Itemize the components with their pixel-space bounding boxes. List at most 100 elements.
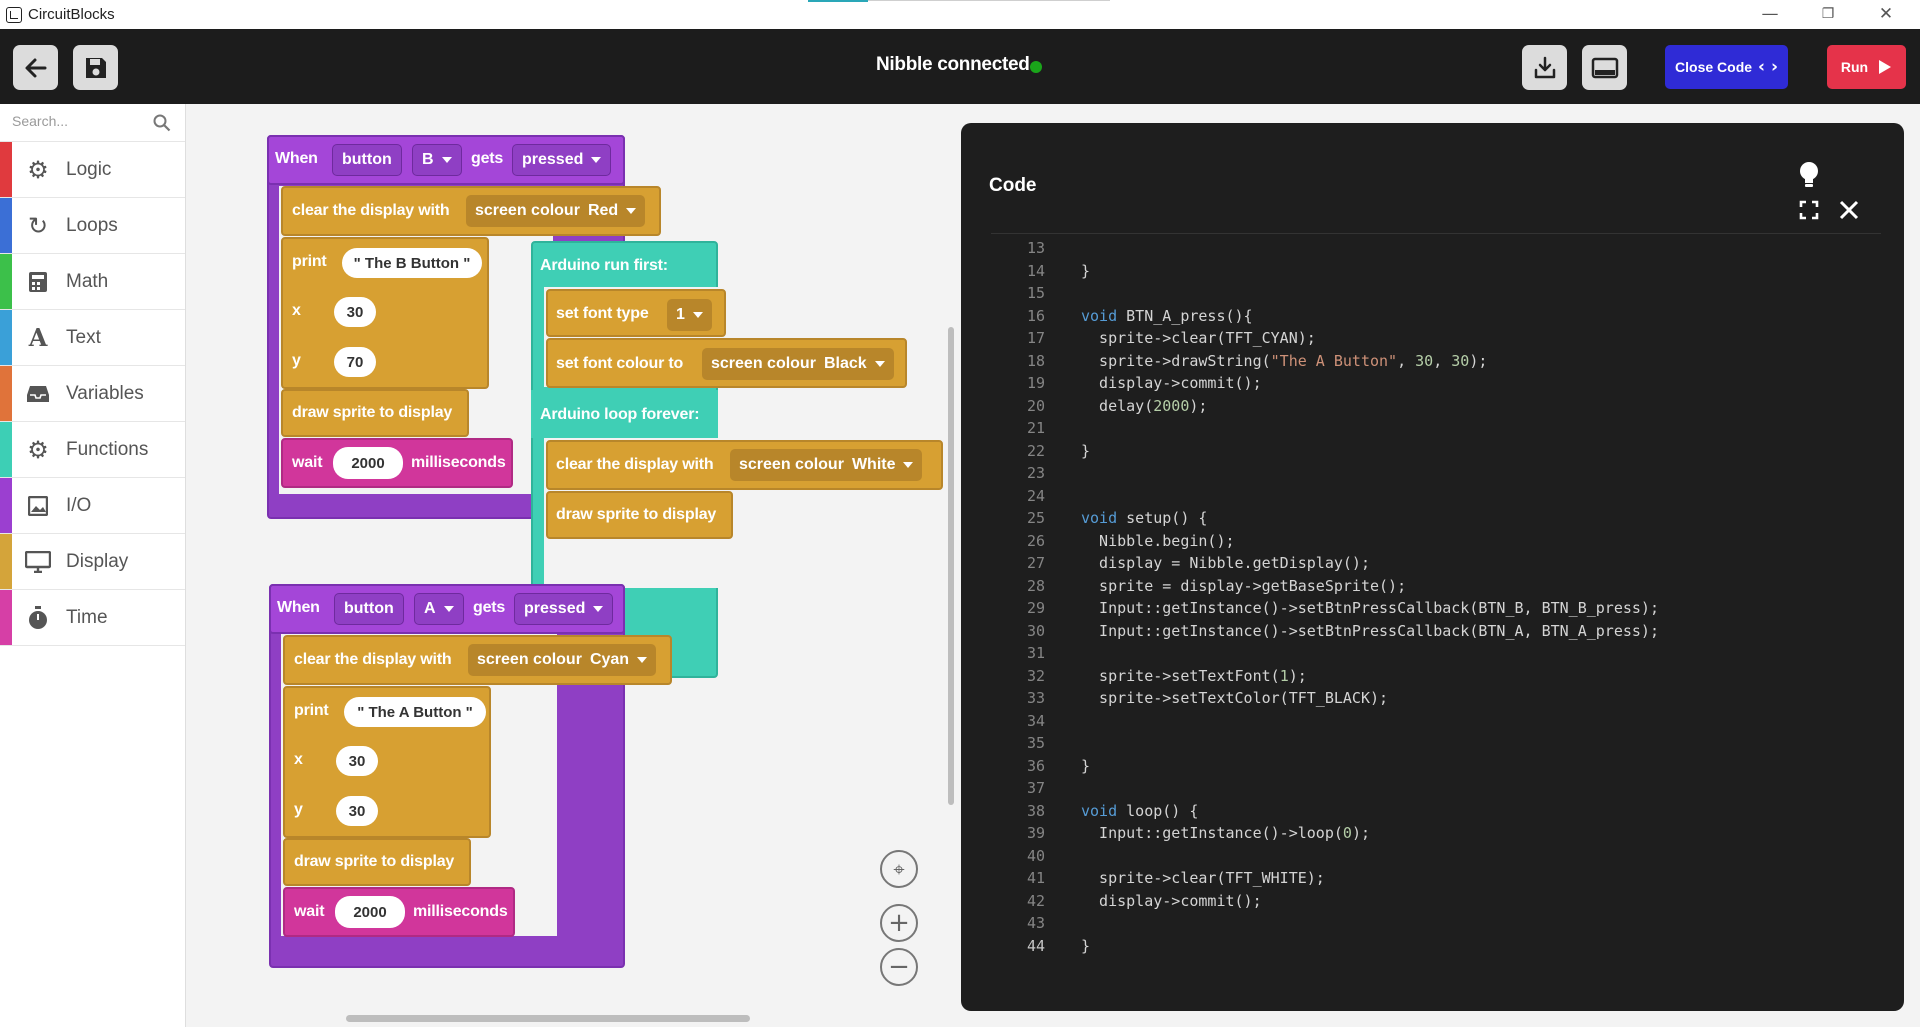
category-io[interactable]: I/O	[0, 478, 185, 534]
block-category-sidebar: ⚙ Logic ↻ Loops Math A Text Variables ⚙ …	[0, 104, 186, 1027]
zoom-in-button[interactable]: +	[880, 904, 918, 942]
y-input-a[interactable]: 30	[336, 796, 378, 826]
code-line: 18 sprite->drawString("The A Button", 30…	[991, 350, 1487, 372]
line-content: sprite->clear(TFT_CYAN);	[1081, 329, 1316, 347]
serial-monitor-button[interactable]	[1582, 45, 1627, 90]
event-dropdown-a[interactable]: pressed	[514, 593, 614, 625]
line-number: 14	[1026, 261, 1045, 280]
category-color-bar	[0, 534, 12, 589]
minimize-button[interactable]: —	[1761, 4, 1779, 24]
button-value-dropdown-b[interactable]: B	[412, 144, 462, 176]
category-text[interactable]: A Text	[0, 310, 185, 366]
search-icon[interactable]	[153, 114, 171, 132]
category-label: Variables	[66, 382, 144, 404]
code-line: 13	[991, 237, 1081, 259]
recenter-button[interactable]: ⌖	[880, 850, 918, 888]
category-color-bar	[0, 422, 12, 477]
line-number: 36	[1026, 756, 1045, 775]
category-logic[interactable]: ⚙ Logic	[0, 142, 185, 198]
workspace-vertical-scrollbar[interactable]	[948, 327, 954, 805]
line-content: Nibble.begin();	[1081, 531, 1235, 550]
clear-display-label: clear the display with	[556, 456, 714, 473]
line-content: sprite = display->getBaseSprite();	[1081, 576, 1407, 595]
code-line: 37	[991, 777, 1081, 799]
line-number: 41	[1026, 869, 1045, 887]
gear-icon: ⚙	[27, 435, 49, 464]
blocks-workspace[interactable]: When button B gets pressed clear the dis…	[187, 104, 960, 1027]
category-label: Logic	[66, 158, 112, 180]
wait-input-a[interactable]: 2000	[335, 896, 405, 928]
zoom-out-button[interactable]: −	[880, 948, 918, 986]
category-math[interactable]: Math	[0, 254, 185, 310]
x-label: x	[292, 302, 301, 319]
category-variables[interactable]: Variables	[0, 366, 185, 422]
screen-colour-label: screen colour	[475, 202, 580, 219]
run-button[interactable]: Run	[1827, 45, 1906, 89]
draw-sprite-block-loop[interactable]	[546, 491, 733, 539]
category-loops[interactable]: ↻ Loops	[0, 198, 185, 254]
category-label: Time	[66, 606, 108, 628]
font-type-dropdown[interactable]: 1	[667, 299, 712, 331]
set-font-colour-label: set font colour to	[556, 355, 684, 372]
text-icon: A	[28, 323, 48, 352]
play-icon	[1879, 60, 1892, 74]
code-line: 44}	[991, 935, 1090, 957]
y-input-b[interactable]: 70	[334, 347, 376, 377]
chevron-down-icon	[593, 606, 604, 612]
line-number: 35	[1026, 734, 1045, 752]
category-time[interactable]: Time	[0, 590, 185, 646]
plus-icon: +	[888, 908, 910, 938]
back-button[interactable]	[13, 45, 58, 90]
chevron-down-icon	[903, 462, 914, 468]
code-line: 43	[991, 912, 1081, 934]
window-title: CircuitBlocks	[28, 6, 115, 23]
x-input-a[interactable]: 30	[336, 746, 378, 776]
print-text-input-b[interactable]: " The B Button "	[342, 248, 482, 278]
button-label: button	[342, 151, 392, 168]
line-number: 25	[1026, 509, 1045, 527]
button-value-dropdown-a[interactable]: A	[414, 593, 464, 625]
minus-icon: −	[888, 952, 910, 982]
download-button[interactable]	[1522, 45, 1567, 90]
button-select-b[interactable]: button	[332, 144, 402, 176]
terminal-icon	[1591, 57, 1618, 78]
x-input-b[interactable]: 30	[334, 297, 376, 327]
clear-display-label: clear the display with	[294, 651, 452, 668]
line-content: Input::getInstance()->setBtnPressCallbac…	[1081, 599, 1659, 617]
category-display[interactable]: Display	[0, 534, 185, 590]
draw-sprite-block-b[interactable]	[281, 389, 469, 437]
calculator-icon	[24, 268, 52, 296]
category-color-bar	[0, 366, 12, 421]
code-line: 20 delay(2000);	[991, 395, 1208, 417]
print-label: print	[292, 253, 327, 270]
category-functions[interactable]: ⚙ Functions	[0, 422, 185, 478]
set-font-type-label: set font type	[556, 305, 649, 322]
draw-sprite-block-a[interactable]	[283, 838, 471, 886]
close-icon[interactable]	[1839, 200, 1859, 220]
search-input[interactable]	[12, 113, 142, 129]
close-code-button[interactable]: Close Code ‹ ›	[1665, 45, 1788, 89]
lightbulb-icon[interactable]	[1798, 161, 1820, 189]
workspace-horizontal-scrollbar[interactable]	[346, 1015, 750, 1022]
code-header-divider	[991, 233, 1881, 234]
crosshair-icon: ⌖	[893, 857, 905, 881]
y-label: y	[292, 352, 301, 369]
fullscreen-icon[interactable]	[1799, 200, 1819, 220]
button-select-a[interactable]: button	[334, 593, 404, 625]
restore-button[interactable]: ❐	[1821, 6, 1835, 22]
category-color-bar	[0, 478, 12, 533]
wait-input-b[interactable]: 2000	[333, 447, 403, 479]
save-button[interactable]	[73, 45, 118, 90]
chevron-down-icon	[441, 157, 452, 163]
code-line: 34	[991, 710, 1081, 732]
event-dropdown-b[interactable]: pressed	[512, 144, 612, 176]
close-window-button[interactable]: ✕	[1878, 4, 1894, 24]
line-number: 30	[1026, 621, 1045, 640]
print-text-input-a[interactable]: " The A Button "	[344, 697, 486, 727]
